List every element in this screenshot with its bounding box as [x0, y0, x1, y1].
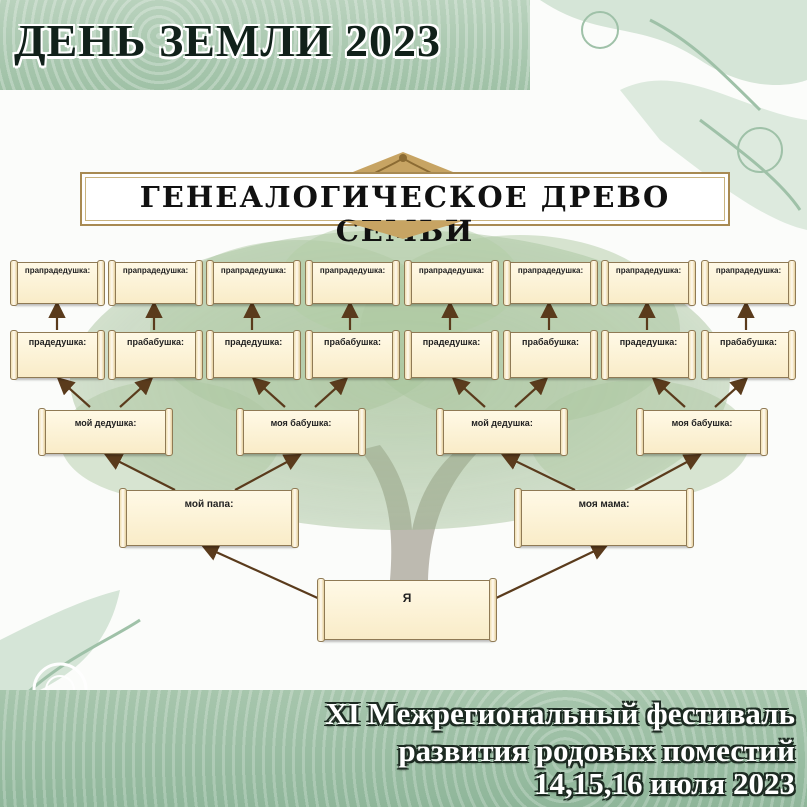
box-label: прадедушка:	[422, 337, 481, 347]
box-label: Я	[402, 591, 412, 605]
banner-crest-top	[343, 152, 463, 176]
box-label: мой папа:	[184, 499, 234, 510]
great-great-grandfather-box[interactable]: прапрадедушка:	[503, 260, 598, 306]
box-label: прапрадедушка:	[220, 266, 287, 275]
box-label: прапрадедушка:	[517, 266, 584, 275]
arrow	[234, 453, 302, 491]
footer-band	[0, 690, 807, 807]
great-grandparent-box[interactable]: прадедушка:	[601, 330, 696, 380]
mother-box[interactable]: моя мама:	[514, 488, 694, 548]
great-great-grandfather-box[interactable]: прапрадедушка:	[10, 260, 105, 306]
great-grandparent-box[interactable]: прабабушка:	[305, 330, 400, 380]
title-banner: ГЕНЕАЛОГИЧЕСКОЕ ДРЕВО СЕМЬИ	[80, 172, 730, 248]
arrow	[56, 377, 91, 408]
great-great-grandfather-box[interactable]: прапрадедушка:	[404, 260, 499, 306]
arrow	[651, 377, 686, 408]
great-grandparent-box[interactable]: прадедушка:	[404, 330, 499, 380]
grandfather-box[interactable]: мой дедушка:	[436, 408, 568, 456]
arrow	[314, 377, 349, 408]
great-great-grandfather-box[interactable]: прапрадедушка:	[206, 260, 301, 306]
grandmother-box[interactable]: моя бабушка:	[636, 408, 768, 456]
arrow	[200, 544, 323, 602]
arrow	[451, 377, 486, 408]
banner-crest-bottom	[343, 221, 463, 239]
arrow	[119, 377, 154, 408]
arrow	[104, 454, 176, 491]
event-title: ДЕНЬ ЗЕМЛИ 2023	[14, 15, 441, 66]
arrow	[514, 377, 549, 408]
box-label: прапрадедушка:	[615, 266, 682, 275]
grandfather-box[interactable]: мой дедушка:	[38, 408, 173, 456]
box-label: прапрадедушка:	[24, 266, 91, 275]
great-great-grandfather-box[interactable]: прапрадедушка:	[108, 260, 203, 306]
box-label: прадедушка:	[224, 337, 283, 347]
great-grandparent-box[interactable]: прабабушка:	[701, 330, 796, 380]
box-label: прапрадедушка:	[715, 266, 782, 275]
header-band	[0, 0, 530, 90]
box-label: прабабушка:	[720, 337, 777, 347]
box-label: моя мама:	[578, 499, 630, 510]
box-label: прадедушка:	[28, 337, 87, 347]
great-grandparent-box[interactable]: прабабушка:	[108, 330, 203, 380]
box-label: моя бабушка:	[270, 418, 332, 428]
great-great-grandfather-box[interactable]: прапрадедушка:	[601, 260, 696, 306]
arrow	[251, 377, 286, 408]
box-label: мой дедушка:	[471, 418, 533, 428]
father-box[interactable]: мой папа:	[119, 488, 299, 548]
ornament-top-right	[540, 0, 807, 230]
great-grandparent-box[interactable]: прабабушка:	[503, 330, 598, 380]
box-label: прабабушка:	[522, 337, 579, 347]
box-label: моя бабушка:	[671, 418, 733, 428]
great-grandparent-box[interactable]: прадедушка:	[206, 330, 301, 380]
box-label: прапрадедушка:	[122, 266, 189, 275]
arrow	[634, 453, 702, 491]
box-label: прабабушка:	[324, 337, 381, 347]
festival-dates: 14,15,16 июля 2023	[534, 766, 795, 801]
arrow	[491, 543, 609, 601]
box-label: мой дедушка:	[74, 418, 137, 428]
box-label: прадедушка:	[619, 337, 678, 347]
arrow	[501, 453, 576, 491]
arrow	[714, 377, 749, 408]
festival-name-line-2: развития родовых поместий	[398, 733, 795, 768]
box-label: прабабушка:	[127, 337, 184, 347]
great-great-grandfather-box[interactable]: прапрадедушка:	[305, 260, 400, 306]
me-box[interactable]: Я	[317, 578, 497, 642]
festival-name-line-1: XI Межрегиональный фестиваль	[325, 696, 795, 731]
box-label: прапрадедушка:	[319, 266, 386, 275]
box-label: прапрадедушка:	[418, 266, 485, 275]
great-great-grandfather-box[interactable]: прапрадедушка:	[701, 260, 796, 306]
grandmother-box[interactable]: моя бабушка:	[236, 408, 366, 456]
great-grandparent-box[interactable]: прадедушка:	[10, 330, 105, 380]
